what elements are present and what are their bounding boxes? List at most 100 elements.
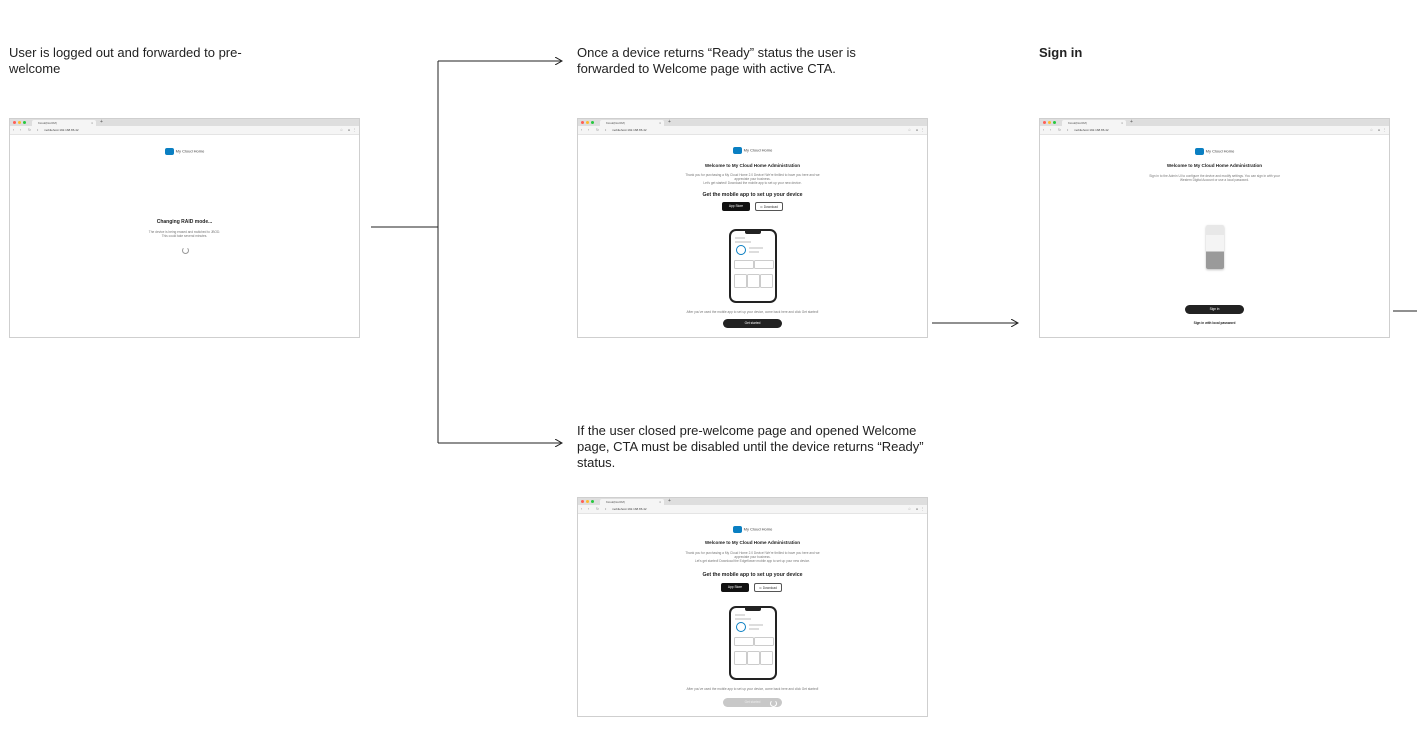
new-tab-icon[interactable]: + [100, 119, 103, 125]
app-store-button[interactable]: App Store [722, 202, 750, 211]
minimize-window-icon[interactable] [1048, 121, 1051, 124]
screen-welcome-active: Kiosk(Doc0M) × + ‹ › ↻ • mobilehost:192.… [577, 118, 928, 338]
reload-icon[interactable]: ↻ [596, 128, 599, 132]
maximize-window-icon[interactable] [591, 500, 594, 503]
tab-close-icon[interactable]: × [91, 121, 93, 125]
browser-tab[interactable]: Kiosk(Doc0M) × [600, 499, 664, 505]
cloud-home-logo-icon [1194, 148, 1204, 155]
phone-card [734, 260, 754, 269]
phone-card [734, 637, 754, 646]
browser-tab[interactable]: Kiosk(Doc0M) × [32, 120, 96, 126]
local-password-link[interactable]: Sign in with local password [1193, 321, 1236, 325]
phone-card [734, 274, 747, 288]
back-icon[interactable]: ‹ [581, 128, 583, 132]
new-tab-icon[interactable]: + [668, 119, 671, 125]
app-store-button[interactable]: App Store [721, 583, 749, 592]
reload-icon[interactable]: ↻ [28, 128, 31, 132]
browser-tabbar: Kiosk(Doc0M) × + [578, 498, 927, 505]
brand-name: My Cloud Home [175, 148, 205, 154]
new-tab-icon[interactable]: + [668, 498, 671, 504]
close-window-icon[interactable] [581, 500, 584, 503]
tab-close-icon[interactable]: × [659, 500, 661, 504]
get-started-button-disabled: Get started [723, 698, 782, 707]
cloud-home-logo-icon [164, 148, 174, 155]
profile-icon[interactable]: ● [915, 507, 918, 511]
welcome-heading: Welcome to My Cloud Home Administration [704, 163, 801, 168]
star-icon[interactable]: ☆ [907, 507, 911, 511]
maximize-window-icon[interactable] [591, 121, 594, 124]
minimize-window-icon[interactable] [586, 121, 589, 124]
url-field[interactable]: mobilehost:192.168.86.42 [612, 128, 647, 132]
raid-heading: Changing RAID mode... [156, 219, 213, 225]
screen-prewelcome: Kiosk(Doc0M) × + ‹ › ↻ • mobilehost:192.… [9, 118, 360, 338]
browser-tab[interactable]: Kiosk(Doc0M) × [1062, 120, 1126, 126]
signin-text-1: Sign in to the Admin UI to configure the… [1149, 174, 1280, 178]
brand-header: My Cloud Home [578, 526, 927, 533]
loading-spinner-icon [182, 247, 189, 254]
download-label: Download [763, 205, 778, 209]
browser-tab[interactable]: Kiosk(Doc0M) × [600, 120, 664, 126]
profile-icon[interactable]: ● [1377, 128, 1380, 132]
forward-icon[interactable]: › [588, 507, 590, 511]
tab-close-icon[interactable]: × [659, 121, 661, 125]
url-field[interactable]: mobilehost:192.168.86.42 [612, 507, 647, 511]
page-content: My Cloud Home Welcome to My Cloud Home A… [1040, 135, 1389, 337]
forward-icon[interactable]: › [1050, 128, 1052, 132]
menu-icon[interactable]: ⋮ [1382, 128, 1387, 132]
maximize-window-icon[interactable] [1053, 121, 1056, 124]
phone-card [760, 651, 773, 665]
download-button[interactable]: ⊙ Download [754, 583, 782, 592]
minimize-window-icon[interactable] [18, 121, 21, 124]
menu-icon[interactable]: ⋮ [352, 128, 357, 132]
page-content: My Cloud Home Welcome to My Cloud Home A… [578, 135, 927, 337]
lock-icon: • [37, 128, 39, 132]
phone-notch [745, 231, 761, 234]
get-started-button[interactable]: Get started [723, 319, 782, 328]
forward-icon[interactable]: › [588, 128, 590, 132]
download-icon: ⊙ [759, 586, 762, 590]
close-window-icon[interactable] [13, 121, 16, 124]
phone-ui-line [735, 618, 751, 620]
forward-icon[interactable]: › [20, 128, 22, 132]
get-started-label: Get started [744, 700, 761, 704]
address-bar: ‹ › ↻ • mobilehost:192.168.86.42 ☆ ● ⋮ [10, 126, 359, 135]
phone-card [754, 260, 774, 269]
phone-ui-line [735, 237, 745, 239]
tab-title: Kiosk(Doc0M) [606, 121, 625, 125]
maximize-window-icon[interactable] [23, 121, 26, 124]
brand-header: My Cloud Home [10, 148, 359, 155]
back-icon[interactable]: ‹ [1043, 128, 1045, 132]
sign-in-button[interactable]: Sign in [1185, 305, 1244, 314]
close-window-icon[interactable] [581, 121, 584, 124]
download-button[interactable]: ⊙ Download [755, 202, 783, 211]
url-field[interactable]: mobilehost:192.168.86.42 [1074, 128, 1109, 132]
lock-icon: • [1067, 128, 1069, 132]
tab-title: Kiosk(Doc0M) [606, 500, 625, 504]
minimize-window-icon[interactable] [586, 500, 589, 503]
reload-icon[interactable]: ↻ [596, 507, 599, 511]
back-icon[interactable]: ‹ [13, 128, 15, 132]
url-field[interactable]: mobilehost:192.168.86.42 [44, 128, 79, 132]
phone-card [760, 274, 773, 288]
star-icon[interactable]: ☆ [339, 128, 343, 132]
raid-line-1: The device is being erased and switched … [148, 230, 221, 234]
page-content: My Cloud Home Changing RAID mode... The … [10, 135, 359, 337]
new-tab-icon[interactable]: + [1130, 119, 1133, 125]
profile-icon[interactable]: ● [347, 128, 350, 132]
app-heading: Get the mobile app to set up your device [702, 572, 803, 578]
device-image [1206, 225, 1224, 269]
star-icon[interactable]: ☆ [907, 128, 911, 132]
welcome-text-2: appreciate your business. [734, 555, 771, 559]
welcome-text-1: Thank you for purchasing a My Cloud Home… [685, 173, 820, 177]
tab-close-icon[interactable]: × [1121, 121, 1123, 125]
reload-icon[interactable]: ↻ [1058, 128, 1061, 132]
menu-icon[interactable]: ⋮ [920, 507, 925, 511]
browser-tabbar: Kiosk(Doc0M) × + [10, 119, 359, 126]
caption-signin: Sign in [1039, 45, 1083, 60]
star-icon[interactable]: ☆ [1369, 128, 1373, 132]
profile-icon[interactable]: ● [915, 128, 918, 132]
device-top [1206, 225, 1224, 235]
menu-icon[interactable]: ⋮ [920, 128, 925, 132]
back-icon[interactable]: ‹ [581, 507, 583, 511]
close-window-icon[interactable] [1043, 121, 1046, 124]
